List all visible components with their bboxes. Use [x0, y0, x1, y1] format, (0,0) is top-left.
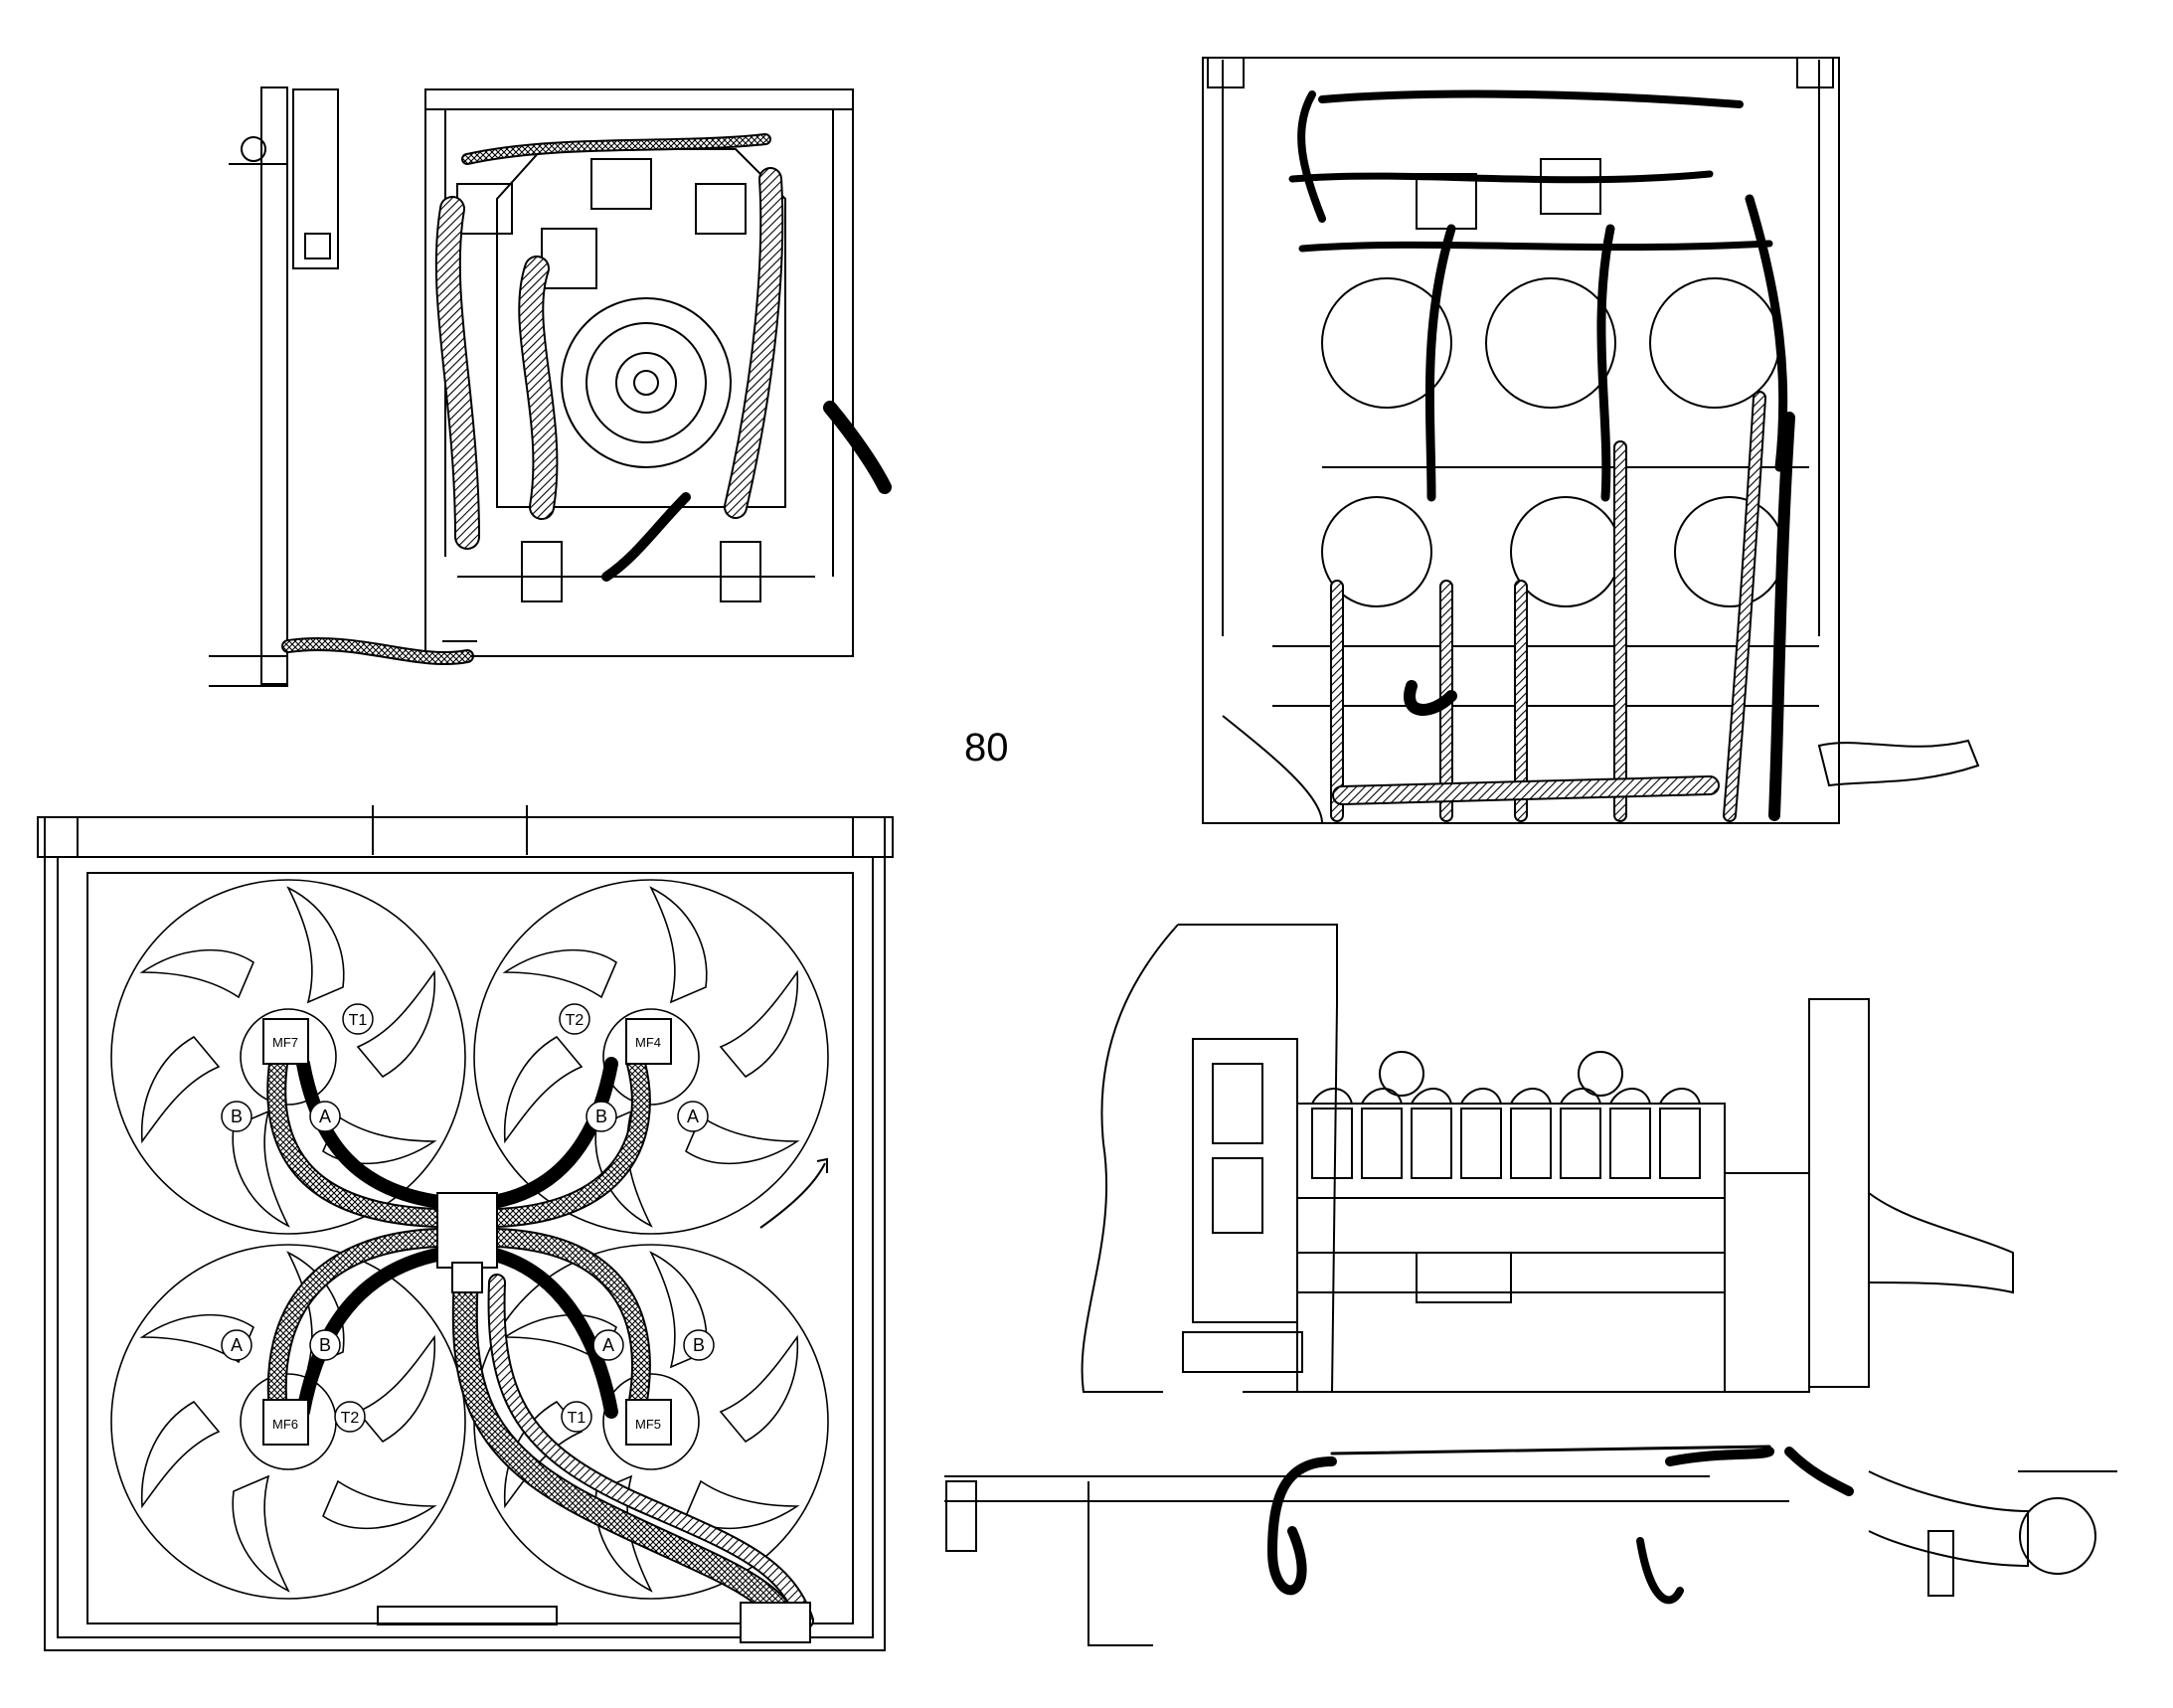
- port-label: A: [231, 1335, 243, 1355]
- tap-label: T2: [341, 1410, 360, 1427]
- motor-label: MF5: [635, 1417, 661, 1432]
- motor-label: MF4: [635, 1035, 661, 1050]
- fan-hoses: [266, 1054, 814, 1633]
- motor-mf6: MF6 A B T2: [221, 1329, 366, 1446]
- rotation-arrow: [759, 1157, 828, 1229]
- side-view-hoses: [1266, 1445, 1854, 1605]
- fan-assembly-frame: [37, 805, 894, 1651]
- front-view-hoses: [281, 133, 892, 666]
- rear-view-top-right: [1202, 57, 1980, 824]
- fan-top-left: [110, 879, 466, 1235]
- motor-mf4: MF4 B A T2: [559, 1003, 709, 1132]
- central-manifold: [436, 1192, 811, 1643]
- port-label: B: [595, 1107, 607, 1126]
- port-label: B: [319, 1335, 331, 1355]
- page-number: 80: [964, 726, 1009, 769]
- fan-top-right: [473, 879, 829, 1235]
- motor-mf5: MF5 A B T1: [561, 1329, 715, 1446]
- tap-label: T1: [349, 1012, 368, 1029]
- tap-label: T2: [566, 1012, 585, 1029]
- rear-view-hoses: [1288, 89, 1795, 822]
- motor-label: MF6: [272, 1417, 298, 1432]
- side-view-bottom-right: [944, 924, 2117, 1646]
- port-label: A: [602, 1335, 614, 1355]
- motor-label: MF7: [272, 1035, 298, 1050]
- port-label: B: [693, 1335, 705, 1355]
- port-label: A: [687, 1107, 699, 1126]
- port-label: B: [231, 1107, 243, 1126]
- port-label: A: [319, 1107, 331, 1126]
- motor-mf7: MF7 B A T1: [221, 1003, 374, 1132]
- tap-label: T1: [568, 1410, 586, 1427]
